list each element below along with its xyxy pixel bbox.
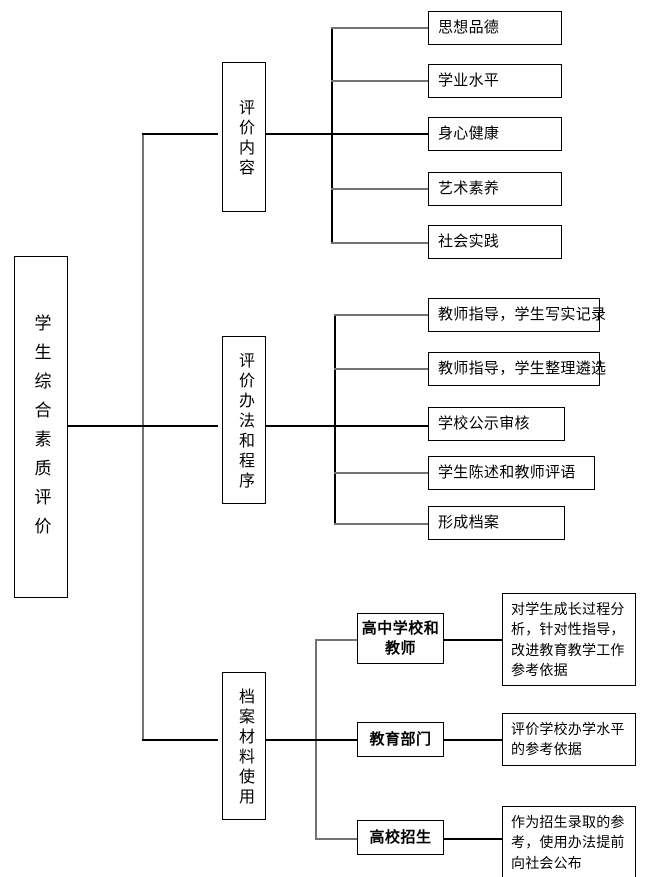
root-node-label: 学生综合素质评价	[31, 314, 51, 546]
root-node-student-comprehensive-quality-evaluation[interactable]: 学生综合素质评价	[14, 256, 68, 598]
leaf-node-social-practice[interactable]: 社会实践	[428, 225, 562, 259]
connector-2-2	[334, 368, 429, 370]
leaf-label-1-5: 社会实践	[438, 233, 500, 251]
detail-text-3-1: 对学生成长过程分析，针对性指导，改进教育教学工作参考依据	[511, 601, 625, 678]
leaf-node-physical-mental-health[interactable]: 身心健康	[428, 117, 562, 151]
leaf-label-2-4: 学生陈述和教师评语	[438, 464, 576, 482]
branch-node-archive-material-use[interactable]: 档案材料使用	[222, 672, 266, 820]
branch-node-label-3: 档案材料使用	[236, 688, 253, 808]
branch-2-bus	[334, 314, 336, 524]
leaf-node-teacher-guided-student-selection[interactable]: 教师指导，学生整理遴选	[428, 352, 606, 386]
detail-box-college-admission[interactable]: 作为招生录取的参考，使用办法提前向社会公布	[502, 806, 636, 877]
detail-box-education-department[interactable]: 评价学校办学水平的参考依据	[502, 713, 636, 766]
leaf-node-school-publicity-review[interactable]: 学校公示审核	[428, 407, 565, 441]
detail-text-3-3: 作为招生录取的参考，使用办法提前向社会公布	[511, 814, 625, 871]
connector-2-5	[334, 523, 429, 525]
detail-box-high-school-and-teachers[interactable]: 对学生成长过程分析，针对性指导，改进教育教学工作参考依据	[502, 593, 636, 686]
leaf-node-art-literacy[interactable]: 艺术素养	[428, 172, 562, 206]
connector-2-4	[334, 472, 429, 474]
connector-1-4	[331, 188, 429, 190]
trunk-to-branch-1	[142, 133, 218, 135]
leaf-label-1-4: 艺术素养	[438, 180, 500, 198]
leaf-label-2-5: 形成档案	[438, 514, 500, 532]
leaf-node-teacher-guided-student-record[interactable]: 教师指导，学生写实记录	[428, 298, 606, 332]
leaf-node-form-archive[interactable]: 形成档案	[428, 506, 565, 540]
subnode-label-3-3: 高校招生	[369, 828, 432, 846]
leaf-label-2-3: 学校公示审核	[438, 415, 530, 433]
connector-1-1	[331, 27, 429, 29]
leaf-label-2-1: 教师指导，学生写实记录	[438, 306, 607, 324]
branch-node-evaluation-methods-procedures[interactable]: 评价办法和程序	[222, 336, 266, 504]
trunk-root-stub	[68, 425, 144, 427]
leaf-label-1-1: 思想品德	[438, 19, 500, 37]
connector-1-2	[331, 80, 429, 82]
connector-3-2	[315, 739, 359, 741]
branch-3-out-stub	[266, 739, 317, 741]
connector-1-3	[331, 133, 429, 135]
branch-node-evaluation-content[interactable]: 评价内容	[222, 62, 266, 212]
leaf-label-1-3: 身心健康	[438, 125, 500, 143]
subnode-label-3-2: 教育部门	[369, 730, 432, 748]
trunk-vertical	[142, 133, 144, 740]
detail-connector-3-1	[444, 639, 503, 641]
branch-1-out-stub	[266, 133, 332, 135]
trunk-to-branch-2	[142, 425, 218, 427]
leaf-label-2-2: 教师指导，学生整理遴选	[438, 360, 607, 378]
subnode-high-school-and-teachers[interactable]: 高中学校和教师	[357, 613, 444, 664]
connector-3-1	[315, 639, 359, 641]
branch-node-label-1: 评价内容	[236, 99, 253, 179]
branch-node-label-2: 评价办法和程序	[236, 352, 253, 492]
subnode-education-department[interactable]: 教育部门	[357, 722, 444, 757]
leaf-label-1-2: 学业水平	[438, 72, 500, 90]
detail-text-3-2: 评价学校办学水平的参考依据	[511, 721, 625, 758]
connector-2-1	[334, 314, 429, 316]
leaf-node-academic-level[interactable]: 学业水平	[428, 64, 562, 98]
trunk-to-branch-3	[142, 739, 218, 741]
subnode-college-admission[interactable]: 高校招生	[357, 820, 444, 855]
subnode-label-3-1: 高中学校和教师	[361, 620, 440, 657]
leaf-node-moral-character[interactable]: 思想品德	[428, 11, 562, 45]
branch-2-out-stub	[266, 425, 335, 427]
connector-1-5	[331, 242, 429, 244]
leaf-node-student-statement-teacher-comment[interactable]: 学生陈述和教师评语	[428, 456, 595, 490]
connector-2-3	[334, 425, 429, 427]
connector-3-3	[315, 838, 359, 840]
detail-connector-3-2	[444, 739, 503, 741]
detail-connector-3-3	[444, 838, 503, 840]
